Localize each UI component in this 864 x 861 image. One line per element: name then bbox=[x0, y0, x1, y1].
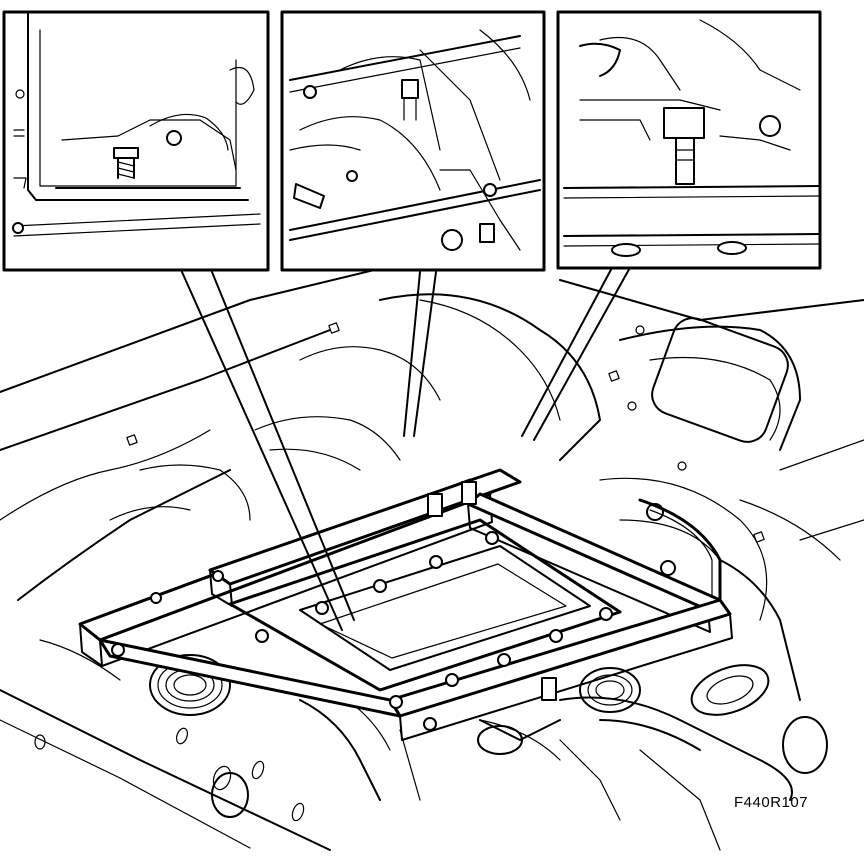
bolt-on-crossmember-detail-icon bbox=[289, 29, 541, 251]
detail-inset-left bbox=[2, 10, 270, 272]
fixture-bolts bbox=[111, 531, 613, 731]
callout-leaders bbox=[181, 263, 633, 631]
subframe-support-fixture bbox=[78, 468, 733, 741]
threaded-sleeve-detail-icon bbox=[563, 19, 821, 257]
detail-inset-right bbox=[556, 10, 822, 270]
drive-shaft-boot bbox=[149, 654, 641, 716]
bolt-on-flange-detail-icon bbox=[12, 13, 261, 237]
detail-inset-middle bbox=[280, 10, 546, 272]
figure-code: F440R107 bbox=[734, 794, 809, 811]
